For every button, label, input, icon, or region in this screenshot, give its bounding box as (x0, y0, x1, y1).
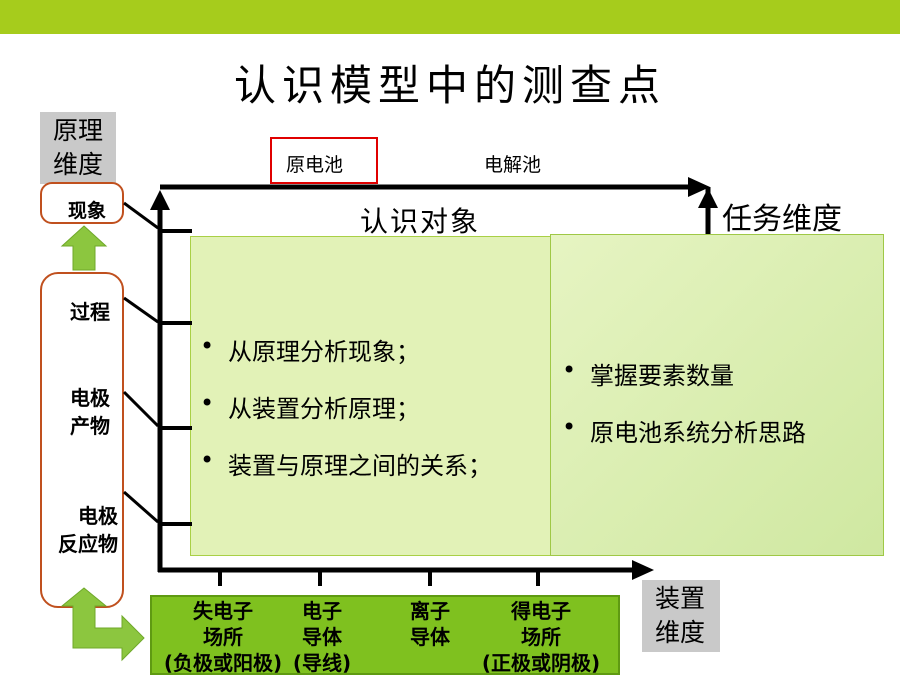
object-label: 认识对象 (360, 205, 481, 238)
left-bullet-list: 从原理分析现象； 从装置分析原理； 装置与原理之间的关系； (196, 332, 556, 481)
galvanic-cell-label: 原电池 (286, 154, 344, 176)
connector-line (123, 296, 159, 324)
right-bullet-item: 原电池系统分析思路 (558, 413, 878, 448)
right-bullet-list: 掌握要素数量 原电池系统分析思路 (558, 356, 878, 448)
connector-line (123, 490, 159, 524)
left-axis-arrowhead (150, 190, 170, 210)
galvanic-cell-highlight-box (270, 137, 378, 184)
device-dimension-label: 装置维度 (654, 584, 705, 647)
principle-dimension-label: 原理维度 (52, 116, 103, 179)
connector-line (123, 201, 159, 230)
top-accent-bar (0, 0, 900, 34)
top-axis-arrowhead (688, 177, 710, 197)
task-axis-arrowhead (698, 188, 718, 208)
phenomenon-label: 现象 (68, 200, 107, 222)
electrolytic-cell-label: 电解池 (484, 154, 542, 176)
device-dimension-box (642, 580, 720, 652)
bottom-cell-electron-conductor: 电子 导体 (导线) (292, 599, 352, 675)
task-dimension-label: 任务维度 (722, 202, 842, 237)
phenomenon-frame (40, 182, 124, 224)
electrode-products-label: 电极 产物 (70, 386, 110, 438)
bottom-axis-arrowhead (632, 560, 654, 580)
green-up-arrow-icon (60, 225, 108, 271)
bottom-cell-ion-conductor: 离子 导体 (410, 599, 450, 649)
bottom-cell-reduction-site: 得电子 场所 (正极或阴极) (481, 599, 601, 675)
page-title: 认识模型中的测查点 (233, 61, 666, 110)
green-elbow-arrow-icon (60, 587, 145, 662)
left-elements-frame (40, 272, 124, 608)
left-bullet-item: 从原理分析现象； (196, 332, 556, 367)
left-bullet-item: 装置与原理之间的关系； (196, 446, 556, 481)
bottom-cell-oxidation-site: 失电子 场所 (负极或阳极) (163, 599, 283, 675)
principle-dimension-box (40, 112, 116, 184)
right-bullet-item: 掌握要素数量 (558, 356, 878, 391)
process-label: 过程 (70, 300, 110, 324)
right-content-panel (550, 234, 884, 556)
connector-line (122, 390, 160, 428)
electrode-reactions-label: 电极 反应物 (58, 504, 118, 556)
bottom-cells-container (150, 595, 620, 675)
left-bullet-item: 从装置分析原理； (196, 389, 556, 424)
